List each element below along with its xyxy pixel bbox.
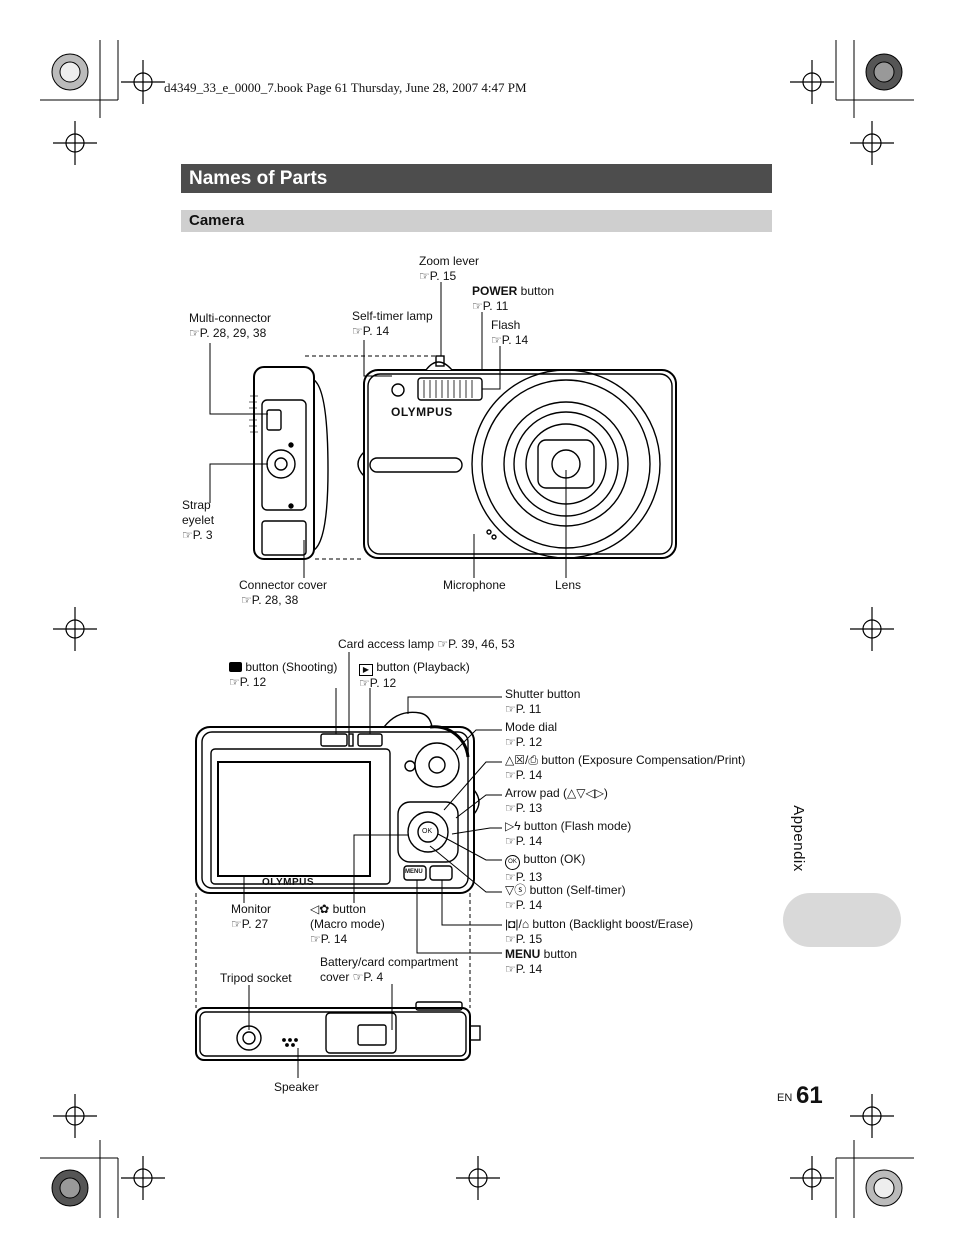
appendix-tab-label: Appendix bbox=[789, 805, 807, 872]
ok-button-icon: OK bbox=[422, 828, 433, 835]
camera-side bbox=[249, 366, 329, 560]
label-exposure-button: △☒/⎙ button (Exposure Compensation/Print… bbox=[505, 753, 746, 782]
label-power-button: POWER button☞P. 11 bbox=[472, 284, 555, 313]
label-macro-button: ◁✿ button(Macro mode)☞P. 14 bbox=[310, 902, 385, 946]
ok-icon: OK bbox=[505, 855, 520, 870]
label-lens: Lens bbox=[555, 578, 582, 592]
label-zoom-lever: Zoom lever☞P. 15 bbox=[419, 254, 480, 283]
label-shooting-button: button (Shooting)☞P. 12 bbox=[229, 660, 338, 689]
registration-mark bbox=[51, 53, 903, 1207]
section-title-bar: Names of Parts bbox=[181, 164, 772, 193]
section-title: Names of Parts bbox=[189, 168, 328, 189]
label-speaker: Speaker bbox=[274, 1080, 319, 1094]
label-card-access-lamp: Card access lamp ☞P. 39, 46, 53 bbox=[338, 637, 515, 651]
brand-logo-back: OLYMPUS bbox=[262, 877, 315, 888]
label-playback-button: ▶ button (Playback)☞P. 12 bbox=[359, 660, 470, 690]
label-shutter-button: Shutter button☞P. 11 bbox=[505, 687, 581, 716]
subsection-title-bar: Camera bbox=[181, 210, 772, 232]
label-connector-cover: Connector cover☞P. 28, 38 bbox=[239, 578, 328, 607]
label-self-timer-lamp: Self-timer lamp☞P. 14 bbox=[352, 309, 433, 338]
label-tripod-socket: Tripod socket bbox=[220, 971, 292, 985]
appendix-tab bbox=[783, 893, 901, 947]
camera-icon bbox=[229, 662, 242, 672]
subsection-title: Camera bbox=[189, 212, 245, 229]
camera-bottom bbox=[195, 893, 481, 1061]
playback-icon: ▶ bbox=[359, 664, 373, 676]
label-backlight-button: |◘|/⌂ button (Backlight boost/Erase)☞P. … bbox=[505, 917, 694, 946]
label-ok-button: OK button (OK)☞P. 13 bbox=[505, 852, 586, 884]
label-arrow-pad: Arrow pad (△▽◁▷)☞P. 13 bbox=[505, 786, 608, 815]
camera-back bbox=[195, 711, 480, 894]
brand-logo-front: OLYMPUS bbox=[391, 405, 453, 419]
label-menu-button: MENU button☞P. 14 bbox=[505, 947, 578, 976]
label-self-timer-button: ▽ⓢ button (Self-timer)☞P. 14 bbox=[505, 883, 626, 912]
camera-front bbox=[305, 355, 677, 560]
menu-button-icon: MENU bbox=[405, 869, 423, 875]
label-microphone: Microphone bbox=[443, 578, 506, 592]
label-flash: Flash☞P. 14 bbox=[491, 318, 529, 347]
label-multi-connector: Multi-connector☞P. 28, 29, 38 bbox=[189, 311, 272, 340]
label-monitor: Monitor☞P. 27 bbox=[231, 902, 272, 931]
label-flash-button: ▷ϟ button (Flash mode)☞P. 14 bbox=[505, 819, 632, 848]
label-mode-dial: Mode dial☞P. 12 bbox=[505, 720, 558, 749]
